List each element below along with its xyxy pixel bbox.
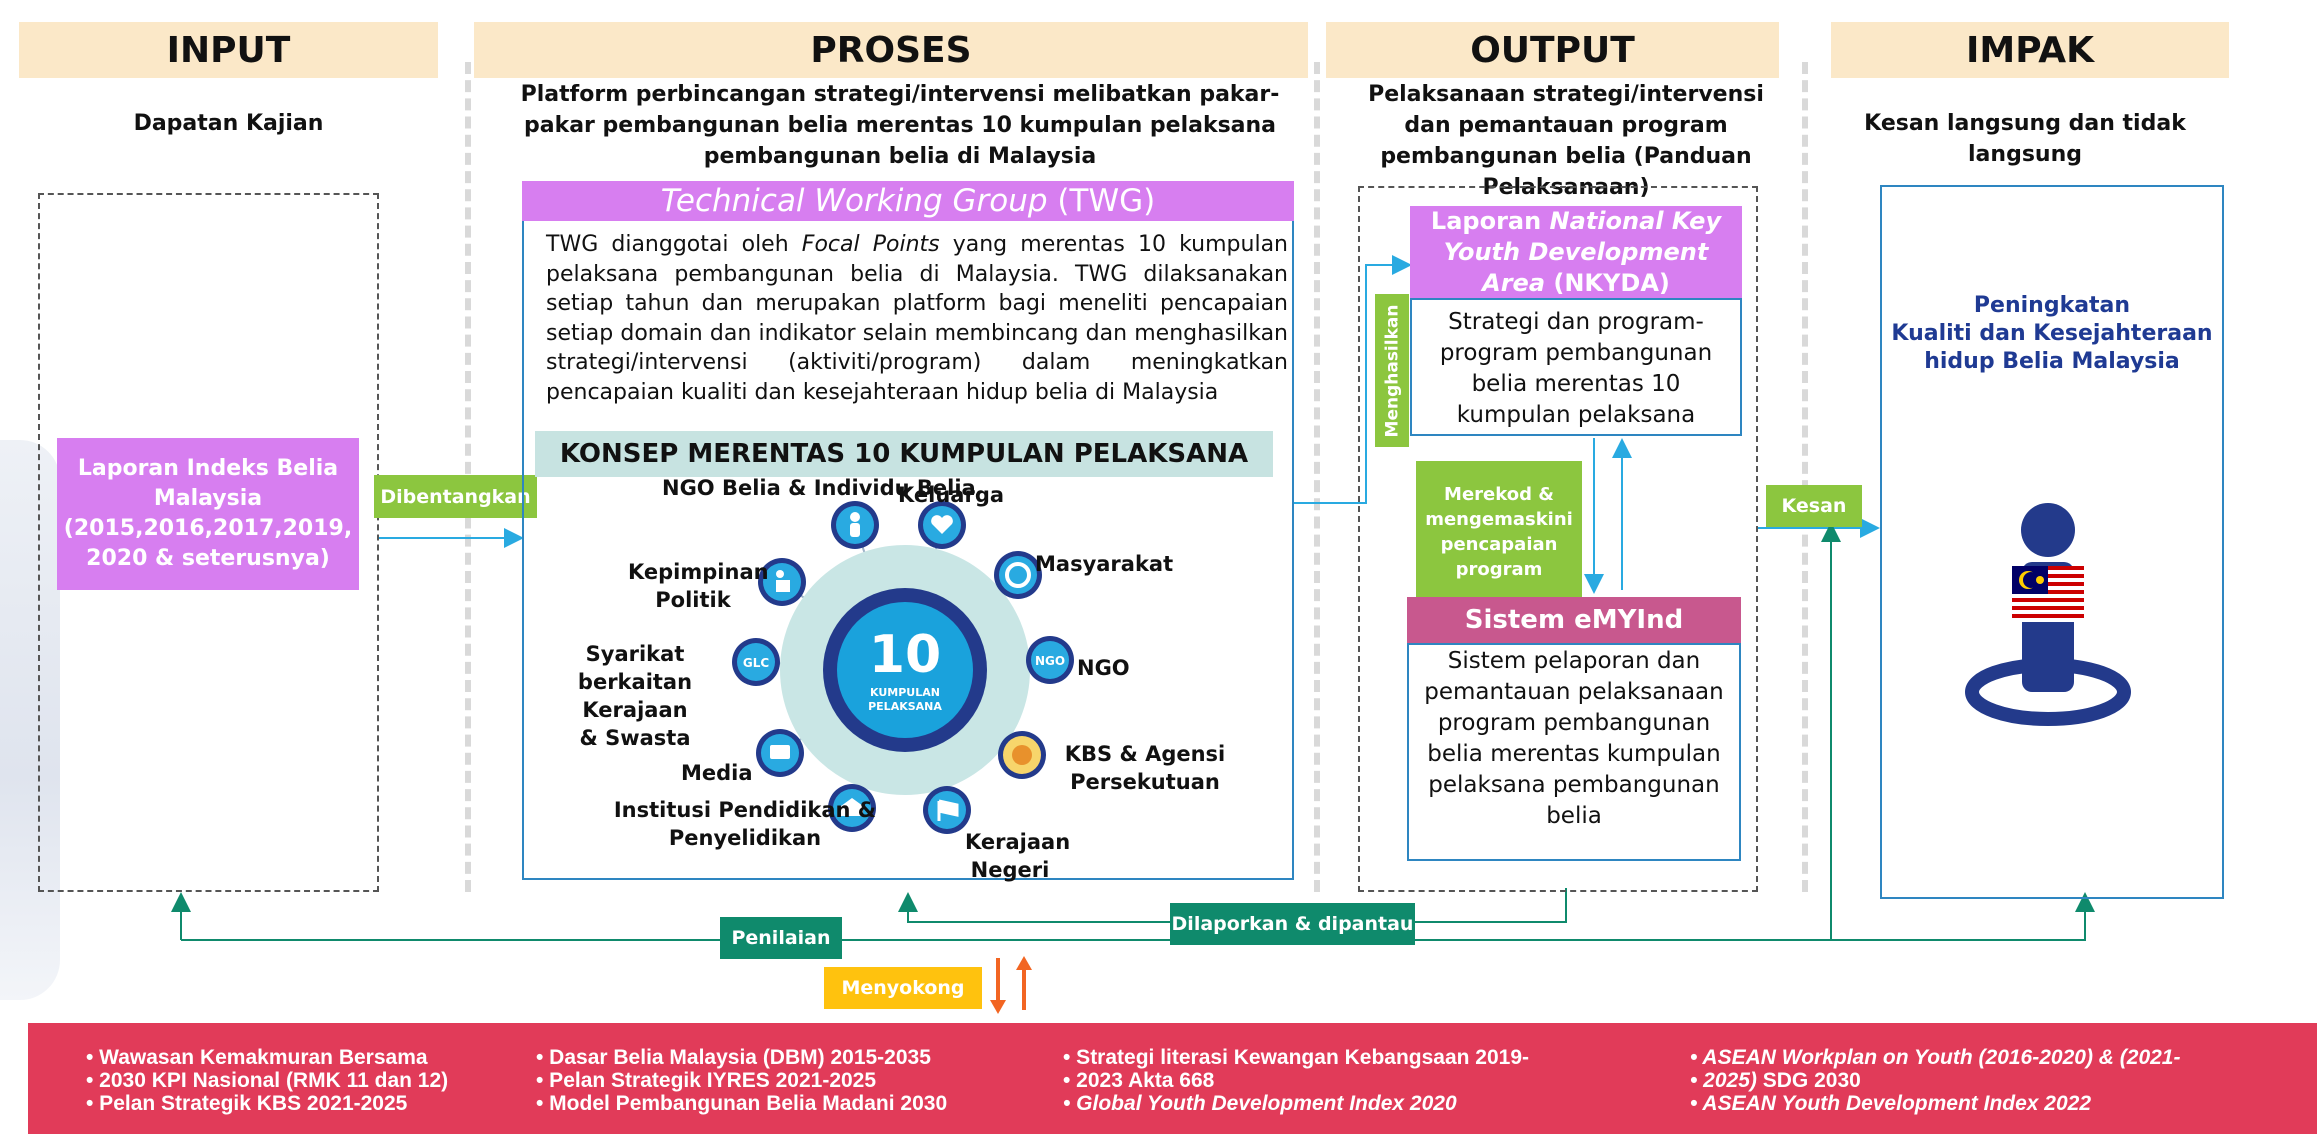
group-syarikat: Syarikat berkaitan Kerajaan & Swasta [577, 642, 693, 750]
policy-column-4: • ASEAN Workplan on Youth (2016-2020) & … [1690, 1046, 2180, 1115]
group-media: Media [681, 761, 753, 785]
impak-box [1880, 185, 2224, 899]
community-icon [994, 551, 1042, 599]
input-report-years: (2015,2016,2017,2019, 2020 & seterusnya) [63, 516, 353, 571]
label-merekod: Merekod & mengemaskini pencapaian progra… [1416, 461, 1582, 603]
impak-line-3: hidup Belia Malaysia [1924, 349, 2180, 374]
policy-item: • 2030 KPI Nasional (RMK 11 dan 12) [86, 1069, 449, 1092]
group-institusi: Institusi Pendidikan & Penyelidikan [613, 798, 877, 850]
policy-item: • Model Pembangunan Belia Madani 2030 [536, 1092, 948, 1115]
label-menghasilkan: Menghasilkan [1375, 294, 1409, 447]
policy-item: • Pelan Strategik IYRES 2021-2025 [536, 1069, 877, 1092]
subtitle-proses: Platform perbincangan strategi/intervens… [520, 82, 1280, 169]
subtitle-input: Dapatan Kajian [133, 111, 324, 136]
svg-text:NGO: NGO [1035, 654, 1065, 668]
nkyda-report: Laporan National Key Youth Development A… [1410, 206, 1742, 298]
label-penilaian: Penilaian [720, 917, 842, 959]
header-input: INPUT [19, 22, 438, 78]
emyind-box [1407, 643, 1741, 861]
podium-icon [758, 558, 806, 606]
header-impak: IMPAK [1831, 22, 2229, 78]
group-masyarakat: Masyarakat [1035, 552, 1174, 576]
background-decoration [0, 440, 60, 1000]
label-menghasilkan-text: Menghasilkan [1382, 304, 1403, 437]
nkyda-text-a: Laporan [1430, 207, 1550, 235]
policy-item: • Dasar Belia Malaysia (DBM) 2015-2035 [536, 1046, 931, 1069]
label-menyokong: Menyokong [824, 967, 982, 1009]
konsep-wheel: 10 KUMPULAN PELAKSANA NGO GLC [732, 501, 1074, 834]
policy-item: • Global Youth Development Index 2020 [1063, 1092, 1457, 1115]
strategi-box [1410, 298, 1742, 436]
strategi-text: Strategi dan program-program pembangunan… [1439, 309, 1713, 428]
separator-3 [1802, 62, 1808, 892]
kbs-logo-icon [998, 731, 1046, 779]
policy-item: • ASEAN Workplan on Youth (2016-2020) & … [1690, 1046, 2181, 1069]
header-proses: PROSES [474, 22, 1308, 78]
twg-title: Technical Working Group (TWG) [522, 181, 1294, 221]
input-report-title: Laporan Indeks Belia Malaysia [77, 456, 339, 511]
youth-flag-icon [1965, 503, 2131, 726]
group-kerajaan-negeri: Kerajaan Negeri [965, 830, 1071, 882]
input-report-box: Laporan Indeks Belia Malaysia (2015,2016… [57, 438, 359, 590]
group-ngo-belia: NGO Belia & Individu Belia [662, 476, 976, 500]
twg-text-a: TWG dianggotai oleh [546, 232, 802, 257]
policy-item: • 2025) SDG 2030 [1690, 1069, 2180, 1092]
header-output: OUTPUT [1326, 22, 1779, 78]
konsep-title: KONSEP MERENTAS 10 KUMPULAN PELAKSANA [535, 431, 1273, 477]
subtitle-impak: Kesan langsung dan tidak langsung [1864, 111, 2186, 167]
building-icon [828, 784, 876, 832]
policy-item-part: SDG 2030 [1756, 1069, 1861, 1092]
policy-column-2: • Dasar Belia Malaysia (DBM) 2015-2035 •… [536, 1046, 947, 1115]
twg-text-b: yang merentas 10 kumpulan pelaksana pemb… [546, 232, 1288, 405]
policy-item: • 2023 Akta 668 [1063, 1069, 1215, 1092]
svg-text:GLC: GLC [743, 656, 769, 670]
nkyda-text-b: (NKYDA) [1545, 269, 1670, 297]
family-heart-icon [918, 501, 966, 549]
flag-icon [923, 786, 971, 834]
impak-line-1: Peningkatan [1973, 293, 2131, 318]
twg-description: TWG dianggotai oleh Focal Points yang me… [546, 230, 1288, 407]
group-kepimpinan: Kepimpinan Politik [628, 560, 769, 612]
policy-item: • Wawasan Kemakmuran Bersama [86, 1046, 428, 1069]
group-keluarga: Keluarga [898, 483, 1005, 507]
impak-text: Peningkatan Kualiti dan Kesejahteraan hi… [1880, 292, 2224, 376]
twg-title-abbr: (TWG) [1047, 183, 1156, 219]
label-kesan: Kesan [1766, 485, 1862, 527]
emyind-title: Sistem eMYInd [1407, 597, 1741, 643]
impak-line-2: Kualiti dan Kesejahteraan [1891, 321, 2213, 346]
twg-title-italic: Technical Working Group [660, 183, 1048, 219]
wheel-center-label-1: KUMPULAN [870, 686, 940, 699]
policy-column-3: • Strategi literasi Kewangan Kebangsaan … [1063, 1046, 1529, 1115]
separator-2 [1314, 62, 1320, 892]
input-dashed-box [38, 193, 379, 892]
policy-column-1: • Wawasan Kemakmuran Bersama • 2030 KPI … [86, 1046, 448, 1115]
wheel-center-number: 10 [869, 625, 941, 685]
glc-icon: GLC [732, 638, 780, 686]
wheel-center [837, 602, 973, 738]
emyind-text: Sistem pelaporan dan pemantauan pelaksan… [1424, 648, 1724, 829]
nkyda-text-italic: National Key Youth Development Area [1443, 207, 1722, 297]
label-dilaporkan: Dilaporkan & dipantau [1170, 903, 1415, 945]
group-kbs: KBS & Agensi Persekutuan [1064, 742, 1226, 794]
ngo-icon: NGO [1026, 636, 1074, 684]
policy-band [28, 1023, 2317, 1134]
person-icon [831, 501, 879, 549]
policy-item: • Pelan Strategik KBS 2021-2025 [86, 1092, 408, 1115]
label-dibentangkan: Dibentangkan [374, 475, 537, 518]
output-dashed-box [1358, 186, 1758, 892]
twg-text-italic: Focal Points [801, 232, 940, 257]
policy-item: • Strategi literasi Kewangan Kebangsaan … [1063, 1046, 1530, 1069]
policy-item-part: • 2025) [1690, 1069, 1757, 1092]
tv-icon [756, 729, 804, 777]
group-ngo: NGO [1077, 656, 1130, 680]
wheel-center-label-2: PELAKSANA [868, 700, 942, 713]
policy-item: • ASEAN Youth Development Index 2022 [1690, 1092, 2092, 1115]
